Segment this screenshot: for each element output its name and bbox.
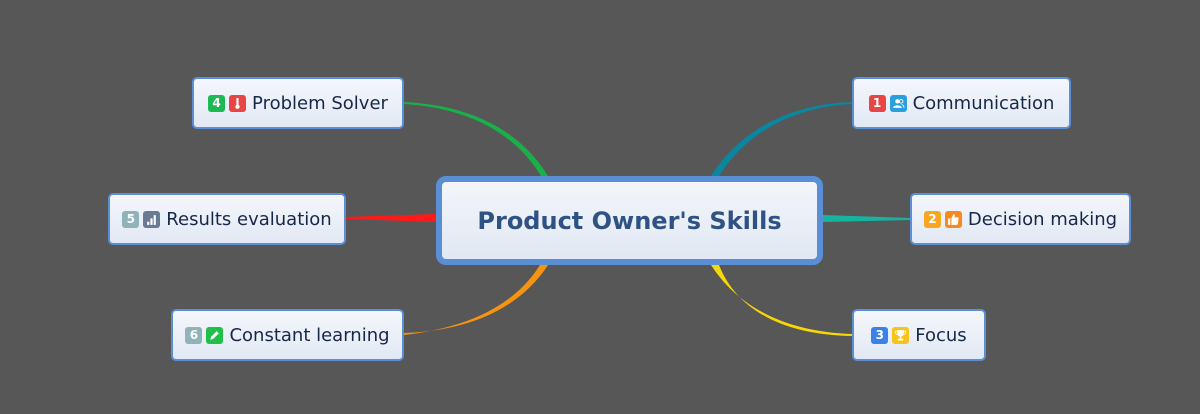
central-topic[interactable]: Product Owner's Skills: [436, 176, 823, 265]
topic-label: Communication: [912, 92, 1055, 114]
topic-decision-making[interactable]: 2 Decision making: [910, 193, 1131, 245]
topic-results-evaluation[interactable]: 5 Results evaluation: [108, 193, 346, 245]
topic-label: Constant learning: [229, 324, 390, 346]
priority-badge: 4: [208, 94, 226, 112]
central-topic-label: Product Owner's Skills: [477, 206, 782, 235]
topic-label: Results evaluation: [166, 208, 332, 230]
pencil-icon: [206, 326, 224, 344]
priority-badge: 5: [122, 210, 140, 228]
priority-badge: 1: [868, 94, 886, 112]
connector-constant-learning: [404, 265, 548, 335]
bar-chart-icon: [143, 210, 161, 228]
topic-label: Decision making: [967, 208, 1118, 230]
connector-problem-solver: [404, 102, 548, 176]
connector-focus: [711, 265, 852, 336]
priority-badge: 3: [871, 326, 889, 344]
thumbs-up-icon: [944, 210, 962, 228]
priority-badge: 6: [185, 326, 203, 344]
connector-communication: [711, 102, 852, 176]
people-icon: [889, 94, 907, 112]
trophy-icon: [892, 326, 910, 344]
topic-focus[interactable]: 3 Focus: [852, 309, 986, 361]
connector-decision-making: [823, 215, 910, 222]
connector-results-evaluation: [346, 214, 436, 222]
topic-communication[interactable]: 1 Communication: [852, 77, 1071, 129]
topic-problem-solver[interactable]: 4 Problem Solver: [192, 77, 404, 129]
topic-constant-learning[interactable]: 6 Constant learning: [171, 309, 404, 361]
thermometer-icon: [229, 94, 247, 112]
topic-label: Focus: [915, 324, 967, 346]
priority-badge: 2: [923, 210, 941, 228]
topic-label: Problem Solver: [252, 92, 388, 114]
